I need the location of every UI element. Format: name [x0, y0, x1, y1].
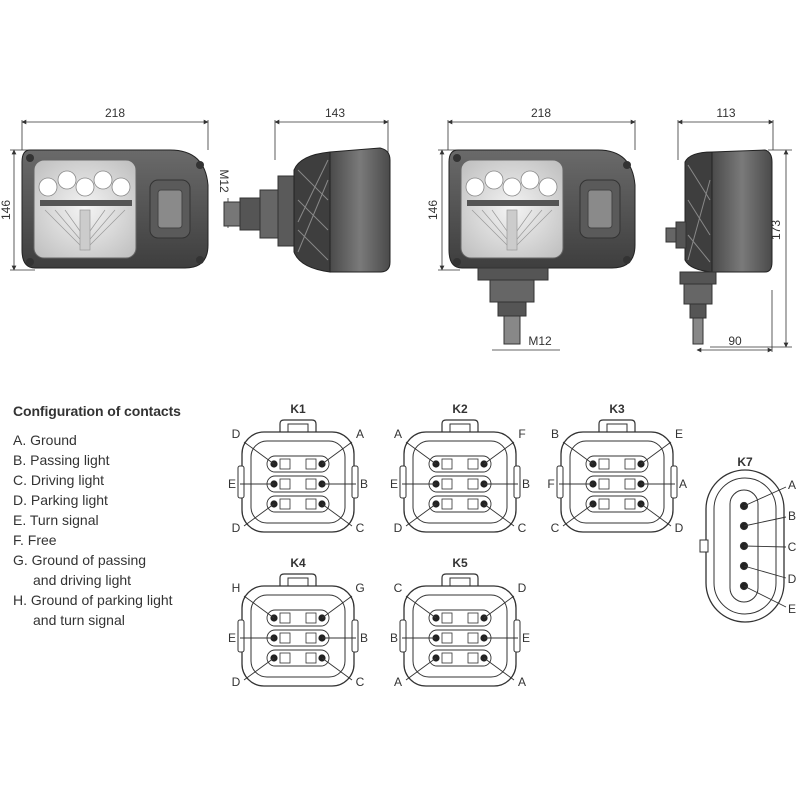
lamp-drum — [329, 147, 391, 273]
pin-label: D — [232, 427, 241, 441]
connector-K7: K7 A B C D E — [699, 455, 797, 623]
connector-K2: K2 A F E B D C — [390, 402, 530, 535]
connector-K1: K1 D A E B D C — [228, 402, 368, 535]
pin-label: A — [518, 675, 526, 689]
pin-label: D — [788, 572, 797, 586]
pin-label: B — [390, 631, 398, 645]
pin-label: C — [551, 521, 560, 535]
bottom-mount — [477, 267, 549, 281]
position-lamp — [587, 189, 613, 229]
pin-label: E — [522, 631, 530, 645]
pin-label: C — [788, 540, 797, 554]
pin-label: D — [232, 521, 241, 535]
legend-list: A. Ground B. Passing light C. Driving li… — [13, 430, 228, 630]
pin-label: E — [788, 602, 796, 616]
pin-label: A — [679, 477, 687, 491]
dim-146-right: 146 — [426, 200, 440, 220]
dim-90: 90 — [728, 334, 742, 348]
dim-m12-left: M12 — [217, 169, 231, 193]
pin-label: D — [675, 521, 684, 535]
connector-K3: K3 B E F A C D — [547, 402, 687, 535]
reflector — [44, 209, 126, 251]
legend-item: E. Turn signal — [13, 512, 99, 528]
bottom-mount — [679, 271, 717, 285]
connector-title: K1 — [290, 402, 306, 416]
pin-label: C — [356, 675, 365, 689]
dim-146-left: 146 — [0, 200, 13, 220]
heat-sink-fins — [293, 151, 331, 273]
pin-label: C — [394, 581, 403, 595]
connector-K4: K4 H G E B D C — [228, 556, 368, 689]
legend-item: C. Driving light — [13, 472, 105, 488]
pin-label: B — [360, 631, 368, 645]
legend-item: A. Ground — [13, 432, 77, 448]
dim-113: 113 — [716, 106, 735, 120]
pin-label: H — [232, 581, 241, 595]
connector-K5: K5 C D B E A A — [390, 556, 530, 689]
legend-item: D. Parking light — [13, 492, 108, 508]
pin-label: E — [390, 477, 398, 491]
connector-title: K5 — [452, 556, 468, 570]
pin-label: A — [788, 478, 796, 492]
connector-title: K2 — [452, 402, 468, 416]
front-view-right: 218 146 M12 — [426, 106, 636, 351]
pin-label: B — [788, 509, 796, 523]
dim-m12-right: M12 — [528, 334, 552, 348]
lamp-drum — [711, 149, 773, 273]
pin-label: A — [394, 675, 402, 689]
pin-label: E — [228, 477, 236, 491]
pin-label: F — [518, 427, 525, 441]
pin-label: A — [356, 427, 364, 441]
led-cluster — [38, 170, 131, 197]
heat-sink-fins — [684, 151, 713, 273]
dim-143: 143 — [325, 106, 345, 120]
pin-label: D — [518, 581, 527, 595]
contact-configuration-legend: Configuration of contacts A. Ground B. P… — [13, 403, 228, 630]
dim-218-right: 218 — [531, 106, 551, 120]
side-view-right: 113 173 90 — [665, 106, 792, 353]
front-view-left: 218 146 — [0, 106, 209, 271]
pin-label: B — [522, 477, 530, 491]
pin-label: E — [228, 631, 236, 645]
pin-label: D — [232, 675, 241, 689]
pin-label: B — [360, 477, 368, 491]
connector-title: K3 — [609, 402, 625, 416]
reflector — [471, 209, 553, 251]
legend-item: F. Free — [13, 532, 57, 548]
side-view-left: 143 M12 — [217, 106, 391, 273]
pin-label: C — [356, 521, 365, 535]
connector-title: K7 — [737, 455, 753, 469]
led-cluster — [465, 170, 558, 197]
pin-label: A — [394, 427, 402, 441]
pin-label: B — [551, 427, 559, 441]
pin-label: C — [518, 521, 527, 535]
pin-label: E — [675, 427, 683, 441]
connector-title: K4 — [290, 556, 306, 570]
mounting-bracket — [277, 175, 295, 247]
legend-item: B. Passing light — [13, 452, 110, 468]
dim-218-left: 218 — [105, 106, 125, 120]
pin-label: D — [394, 521, 403, 535]
legend-title: Configuration of contacts — [13, 403, 181, 419]
pin-label: F — [547, 477, 554, 491]
position-lamp — [157, 189, 183, 229]
pin-label: G — [355, 581, 364, 595]
